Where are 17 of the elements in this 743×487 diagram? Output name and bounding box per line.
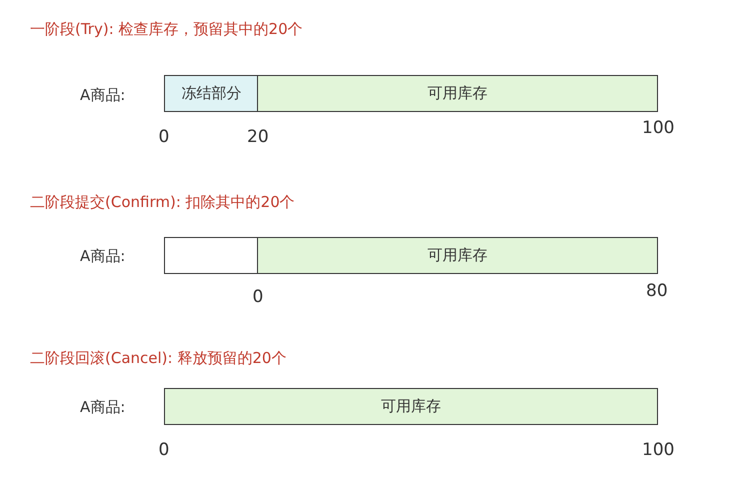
- step-heading: 二阶段回滚(Cancel): 释放预留的20个: [30, 349, 286, 368]
- item-label: A商品:: [80, 398, 126, 417]
- axis-value: 0: [158, 127, 170, 147]
- axis-value: 20: [247, 127, 269, 147]
- stock-bar: 可用库存: [257, 237, 658, 274]
- axis-value: 80: [646, 281, 668, 301]
- stock-bar: 可用库存: [257, 75, 658, 112]
- axis-value: 0: [252, 287, 264, 307]
- axis-value: 100: [642, 440, 674, 460]
- frozen-box: 冻结部分: [164, 75, 259, 112]
- stock-bar: 可用库存: [164, 388, 658, 425]
- item-label: A商品:: [80, 86, 126, 105]
- step-heading: 二阶段提交(Confirm): 扣除其中的20个: [30, 193, 295, 212]
- item-label: A商品:: [80, 247, 126, 266]
- axis-value: 100: [642, 118, 674, 138]
- axis-value: 0: [158, 440, 170, 460]
- step-heading: 一阶段(Try): 检查库存，预留其中的20个: [30, 20, 303, 39]
